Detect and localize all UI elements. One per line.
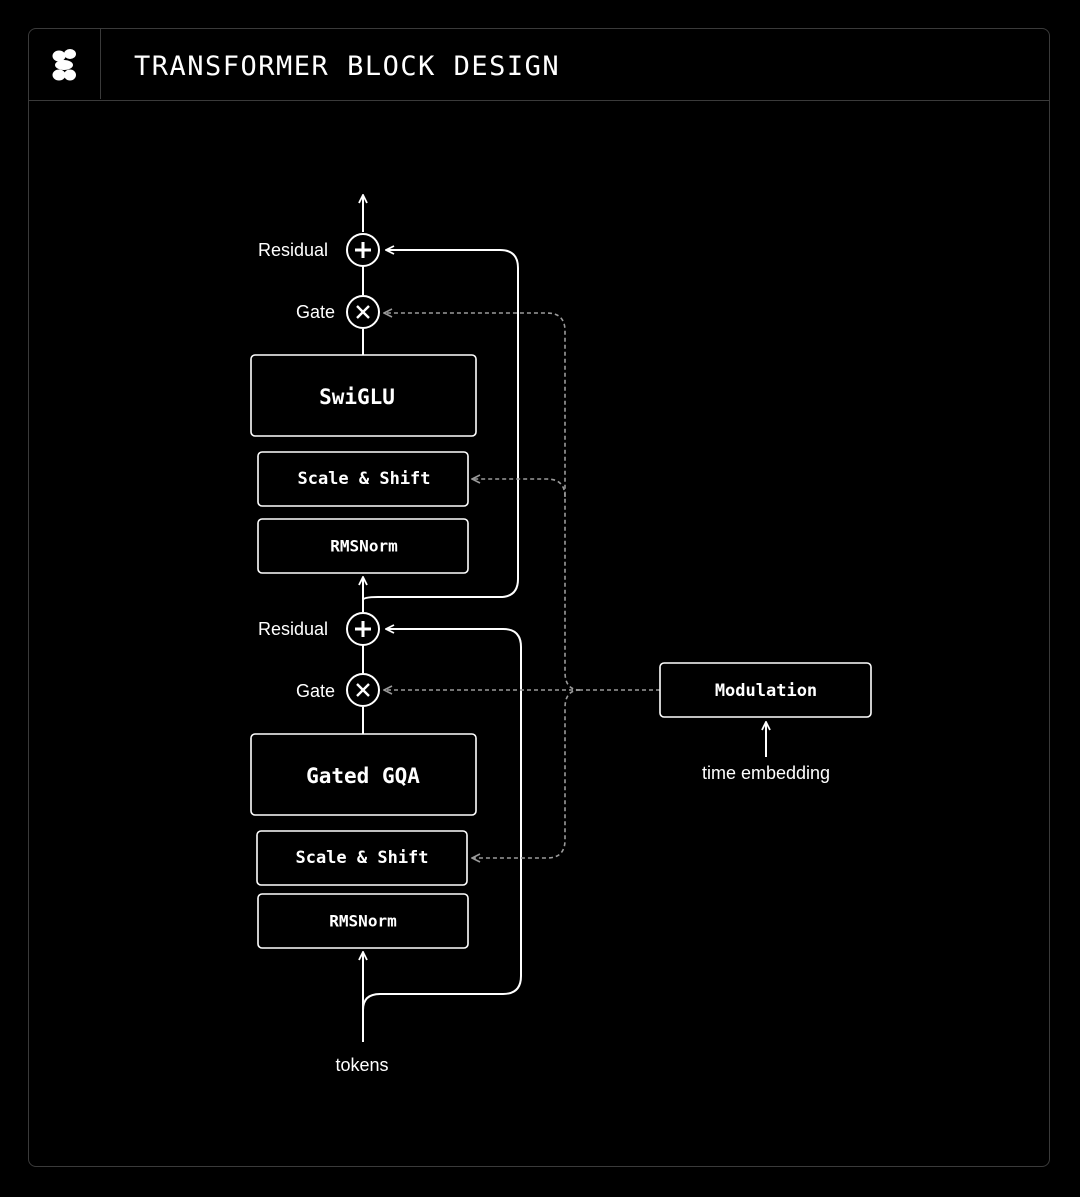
- upper-gate-label: Gate: [296, 302, 335, 322]
- modulation-to-upper-gate-line: [384, 313, 581, 691]
- upper-residual-label: Residual: [258, 240, 328, 260]
- modulation-to-upper-scale-line: [472, 479, 566, 498]
- upper-scale-shift-label: Scale & Shift: [297, 469, 430, 489]
- stacked-pebbles-logo-icon: [52, 49, 76, 81]
- tokens-label: tokens: [335, 1055, 388, 1075]
- logo-cell: [29, 29, 101, 99]
- lower-residual-label: Residual: [258, 619, 328, 639]
- gated-gqa-box: [250, 733, 477, 816]
- lower-gate-label: Gate: [296, 681, 335, 701]
- modulation-label: Modulation: [715, 681, 817, 701]
- upper-gate-multiply-icon: [346, 295, 380, 329]
- lower-rmsnorm-box: [257, 893, 469, 949]
- lower-scale-shift-label: Scale & Shift: [295, 848, 428, 868]
- lower-residual-add-icon: [346, 612, 380, 646]
- diagram-frame: TRANSFORMER BLOCK DESIGN: [28, 28, 1050, 1167]
- upper-residual-add-icon: [346, 233, 380, 267]
- upper-scale-shift-box: [257, 451, 469, 507]
- time-embedding-label: time embedding: [702, 763, 830, 783]
- modulation-box: [659, 662, 872, 718]
- modulation-lines: [384, 313, 660, 858]
- upper-residual-skip-line: [362, 250, 519, 612]
- lower-gate-multiply-icon: [346, 673, 380, 707]
- swiglu-label: SwiGLU: [319, 385, 395, 409]
- swiglu-box: [250, 354, 477, 437]
- upper-rmsnorm-label: RMSNorm: [330, 537, 398, 556]
- upper-rmsnorm-box: [257, 518, 469, 574]
- modulation-to-lower-scale-line: [472, 689, 581, 858]
- lower-rmsnorm-label: RMSNorm: [329, 912, 397, 931]
- lower-residual-skip-line: [362, 629, 522, 1011]
- lower-scale-shift-box: [256, 830, 468, 886]
- page-title: TRANSFORMER BLOCK DESIGN: [134, 51, 561, 82]
- header-bar: TRANSFORMER BLOCK DESIGN: [29, 29, 1049, 101]
- block-boxes: [250, 354, 872, 949]
- main-flow-lines: [363, 195, 766, 1042]
- gated-gqa-label: Gated GQA: [306, 764, 420, 788]
